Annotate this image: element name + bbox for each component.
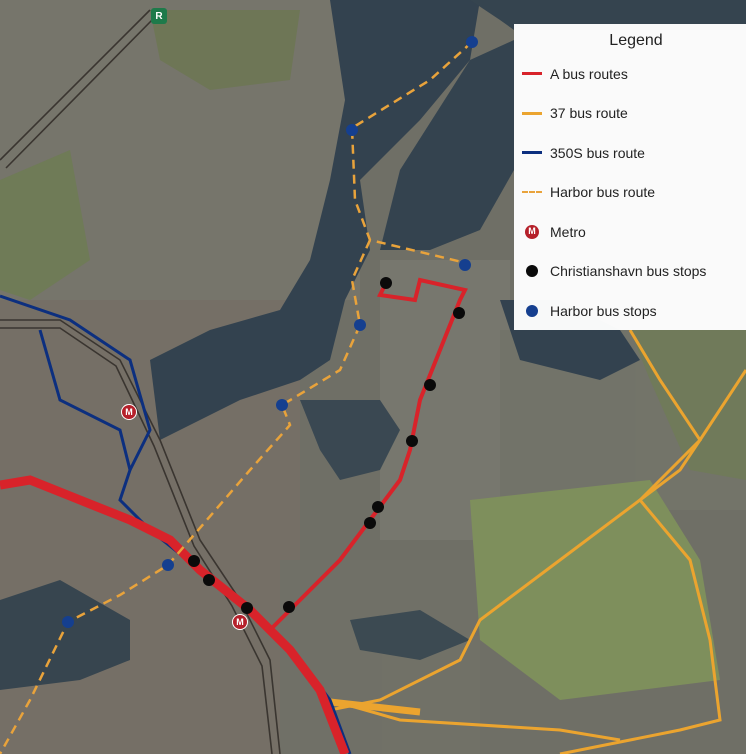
harbor-basin [380,40,514,250]
metro-icon: M [525,224,539,239]
harbor-bus-stop [62,616,74,628]
rail-lines [0,9,281,754]
legend-item: Christianshavn bus stops [514,252,746,292]
legend-item-label: Metro [550,223,586,240]
christianshavn-bus-stop [188,555,200,567]
harbor-bus-stops [62,36,478,628]
legend-item-label: Christianshavn bus stops [550,263,707,280]
harbor-bus-stop [459,259,471,271]
park-area [0,150,90,300]
legend-item: Harbor bus stops [514,291,746,331]
legend-item: 37 bus route [514,94,746,134]
bus-37-route [329,329,746,754]
christianshavn-bus-stops [188,277,465,614]
legend-item-label: Harbor bus stops [550,302,657,319]
harbor-bus-stop [466,36,478,48]
christianshavn-bus-stop [380,277,392,289]
legend-item: Harbor bus route [514,173,746,213]
metro-station-marker: M [232,614,248,630]
harbor-water [150,0,480,440]
legend-line-icon [522,72,542,76]
legend-item-label: Harbor bus route [550,184,656,201]
harbor-bus-stop [354,319,366,331]
christianshavn-bus-stop [372,501,384,513]
christianshavn-bus-stop [364,517,376,529]
legend-item-label: 350S bus route [550,144,645,161]
moat-water [350,610,470,660]
christianshavn-bus-stop [283,601,295,613]
bus-37-route-thick [329,698,421,716]
christianshavn-bus-stop [241,602,253,614]
fortress-park [150,10,300,90]
legend-line-icon [522,151,542,155]
inner-canal [300,400,400,480]
christianshavn-bus-stop [453,307,465,319]
harbor-bus-route [0,41,473,754]
harbor-bus-stop [162,559,174,571]
legend-line-icon [522,111,542,115]
legend-item-label: 37 bus route [550,105,628,122]
legend-dot-icon [526,304,538,317]
harbor-bus-stop [346,124,358,136]
green-field [470,480,720,700]
allotment-area [630,330,746,480]
legend-item-label: A bus routes [550,65,628,82]
north-basin [470,0,746,30]
christianshavn-bus-stop [203,574,215,586]
legend-item: M Metro [514,212,746,252]
legend-title: Legend [609,32,663,49]
rail-station-marker: R [151,8,167,24]
bus-a-routes [0,277,468,754]
legend-dashed-line-icon [522,191,542,194]
legend: Legend A bus routes 37 bus route 350S bus … [514,24,746,330]
legend-item: A bus routes [514,54,746,94]
christianshavn-bus-stop [424,379,436,391]
legend-dot-icon [526,265,538,278]
harbor-bus-stop [276,399,288,411]
metro-station-marker: M [121,404,137,420]
christianshavn-bus-stop [406,435,418,447]
legend-item: 350S bus route [514,133,746,173]
